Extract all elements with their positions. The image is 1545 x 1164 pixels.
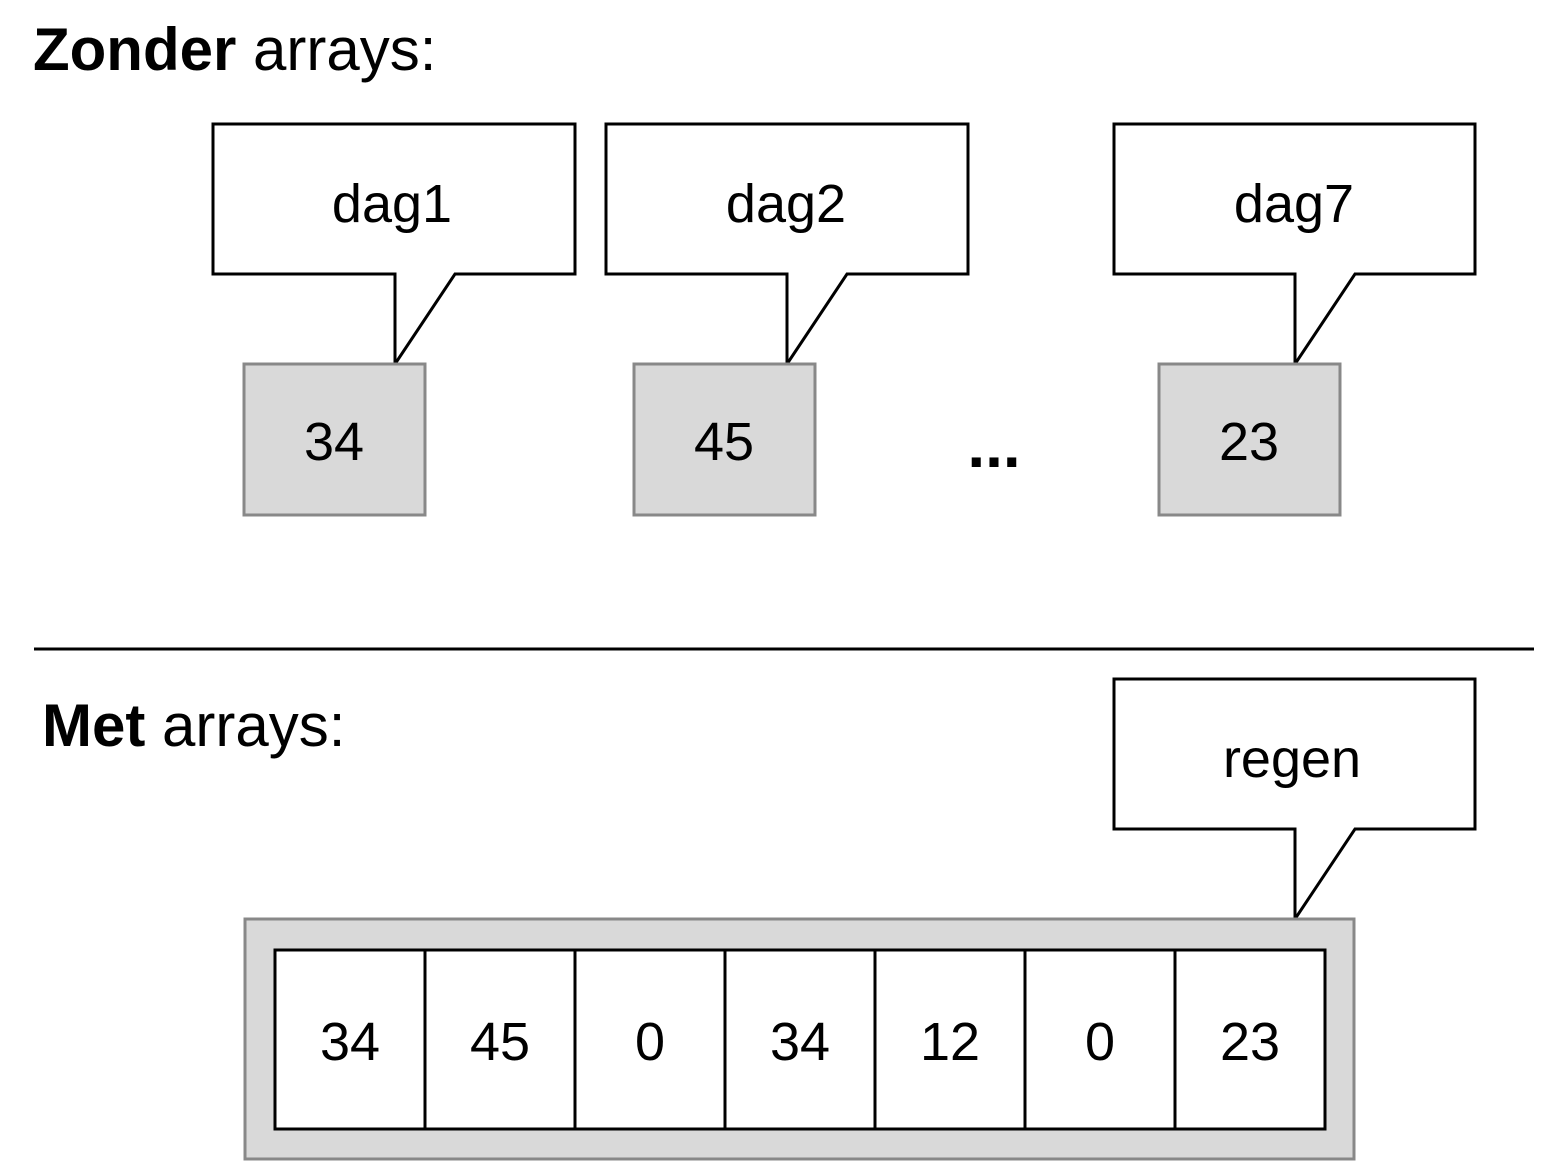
heading-with-bold: Met bbox=[42, 692, 146, 759]
callout-dag7 bbox=[1112, 122, 1477, 369]
heading-without-rest: arrays: bbox=[236, 16, 437, 83]
variable-dag2: dag2 45 bbox=[604, 122, 970, 517]
value-dag7: 23 bbox=[1219, 412, 1279, 472]
heading-without-bold: Zonder bbox=[33, 16, 237, 83]
array-cell-0 bbox=[273, 948, 427, 1131]
array-cell-value-5: 0 bbox=[1085, 1012, 1115, 1072]
array-cell-6 bbox=[1173, 948, 1327, 1131]
array-cell-value-0: 34 bbox=[320, 1012, 380, 1072]
array-cell-value-2: 0 bbox=[635, 1012, 665, 1072]
callout-dag2-label: dag2 bbox=[726, 174, 846, 234]
array-cell-1 bbox=[423, 948, 577, 1131]
value-box-dag2 bbox=[632, 362, 817, 517]
array-cell-value-4: 12 bbox=[920, 1012, 980, 1072]
value-box-dag7 bbox=[1157, 362, 1342, 517]
array-cell-2 bbox=[573, 948, 727, 1131]
heading-with-arrays: Met arrays: bbox=[42, 696, 345, 756]
heading-without-arrays: Zonder arrays: bbox=[33, 20, 436, 80]
variable-dag1: dag1 34 bbox=[211, 122, 577, 517]
array-cell-value-3: 34 bbox=[770, 1012, 830, 1072]
array-cell-value-6: 23 bbox=[1220, 1012, 1280, 1072]
array-cell-4 bbox=[873, 948, 1027, 1131]
callout-dag1 bbox=[211, 122, 577, 369]
value-dag2: 45 bbox=[694, 412, 754, 472]
array-regen: regen 34 45 0 34 12 0 23 bbox=[243, 677, 1477, 1161]
callout-regen-label: regen bbox=[1223, 729, 1361, 789]
variable-dag7: dag7 23 bbox=[1112, 122, 1477, 517]
callout-dag2 bbox=[604, 122, 970, 369]
array-cells: 34 45 0 34 12 0 23 bbox=[273, 948, 1327, 1131]
callout-dag1-label: dag1 bbox=[332, 174, 452, 234]
callout-dag7-label: dag7 bbox=[1234, 174, 1354, 234]
value-box-dag1 bbox=[242, 362, 427, 517]
heading-with-rest: arrays: bbox=[145, 692, 346, 759]
callout-regen bbox=[1112, 677, 1477, 924]
value-dag1: 34 bbox=[304, 412, 364, 472]
array-cell-5 bbox=[1023, 948, 1177, 1131]
array-cell-value-1: 45 bbox=[470, 1012, 530, 1072]
ellipsis: ... bbox=[967, 409, 1020, 481]
